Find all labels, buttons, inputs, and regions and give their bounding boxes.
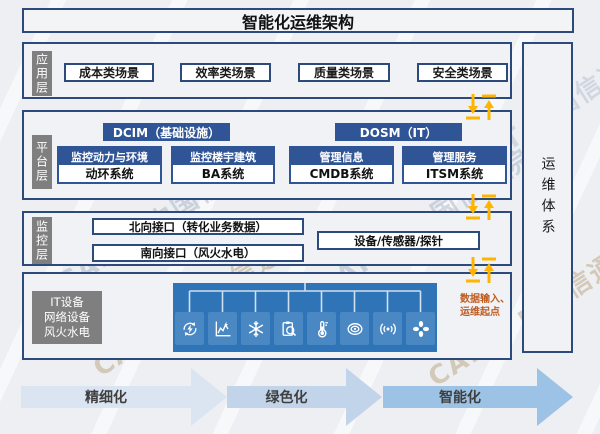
system-box-itsm: 管理服务 ITSM系统: [402, 146, 507, 184]
system-box-building: 监控楼宇建筑 BA系统: [171, 146, 275, 184]
thermometer-icon: [307, 312, 336, 345]
device-sensor-probe-box: 设备/传感器/探针: [317, 231, 480, 250]
system-box-cmdb-title: 管理信息: [291, 148, 392, 165]
system-box-itsm-name: ITSM系统: [404, 165, 505, 182]
monitoring-layer-label: 监控层: [32, 217, 52, 264]
system-box-building-title: 监控楼宇建筑: [173, 148, 273, 165]
device-layer-label: IT设备 网络设备 风火水电: [32, 291, 102, 344]
progression-arrow-refinement: 精细化: [21, 368, 227, 426]
progression-arrow-intelligent-label: 智能化: [439, 390, 481, 406]
data-input-annotation: 数据输入、 运维起点: [460, 294, 514, 319]
platform-layer-label: 平台层: [32, 135, 52, 189]
flow-arrows-monitor-device: [466, 257, 496, 283]
system-box-itsm-title: 管理服务: [404, 148, 505, 165]
system-box-power-env-name: 动环系统: [59, 165, 160, 182]
scenario-box-quality: 质量类场景: [298, 63, 390, 82]
dosm-group-header: DOSM（IT）: [335, 123, 462, 141]
scenario-box-efficiency: 效率类场景: [180, 63, 271, 82]
dcim-group-header: DCIM（基础设施）: [103, 123, 230, 141]
progression-arrow-refinement-label: 精细化: [85, 390, 127, 406]
inspection-icon: [274, 312, 303, 345]
device-layer-line-1: IT设备: [50, 295, 84, 309]
application-layer: 应用层 成本类场景 效率类场景 质量类场景 安全类场景: [22, 42, 512, 99]
system-box-power-env: 监控动力与环境 动环系统: [57, 146, 162, 184]
system-box-power-env-title: 监控动力与环境: [59, 148, 160, 165]
wireless-sensor-icon: [373, 312, 402, 345]
energy-cycle-icon: [175, 312, 204, 345]
progression-arrow-green: 绿色化: [227, 368, 382, 426]
fan-icon: [406, 312, 435, 345]
flow-arrows-app-platform: [466, 94, 496, 120]
ops-system-panel: 运维体系: [522, 42, 573, 353]
system-box-cmdb: 管理信息 CMDB系统: [289, 146, 394, 184]
power-chart-icon: [208, 312, 237, 345]
connector-lines: [188, 283, 422, 312]
annotation-line-2: 运维起点: [460, 306, 500, 318]
coil-icon: [340, 312, 369, 345]
device-layer-line-3: 风火水电: [44, 325, 90, 339]
application-layer-label: 应用层: [32, 51, 52, 96]
scenario-box-security: 安全类场景: [417, 63, 508, 82]
annotation-line-1: 数据输入、: [460, 294, 510, 305]
north-interface-box: 北向接口（转化业务数据）: [92, 218, 304, 235]
ops-system-label: 运维体系: [539, 155, 556, 240]
scenario-box-cost: 成本类场景: [64, 63, 154, 82]
system-box-building-name: BA系统: [173, 165, 273, 182]
progression-arrow-intelligent: 智能化: [383, 368, 573, 426]
diagram-title: 智能化运维架构: [22, 8, 574, 33]
device-layer-line-2: 网络设备: [44, 310, 90, 324]
device-layer: IT设备 网络设备 风火水电: [22, 272, 512, 360]
monitoring-layer: 监控层 北向接口（转化业务数据） 南向接口（风火水电） 设备/传感器/探针: [22, 211, 512, 266]
system-box-cmdb-name: CMDB系统: [291, 165, 392, 182]
platform-layer: 平台层 DCIM（基础设施） DOSM（IT） 监控动力与环境 动环系统 监控楼…: [22, 110, 512, 200]
snowflake-icon: [241, 312, 270, 345]
flow-arrows-platform-monitor: [466, 194, 496, 220]
progression-arrow-green-label: 绿色化: [265, 390, 308, 406]
south-interface-box: 南向接口（风火水电）: [92, 244, 304, 262]
device-icon-panel: [173, 283, 437, 352]
